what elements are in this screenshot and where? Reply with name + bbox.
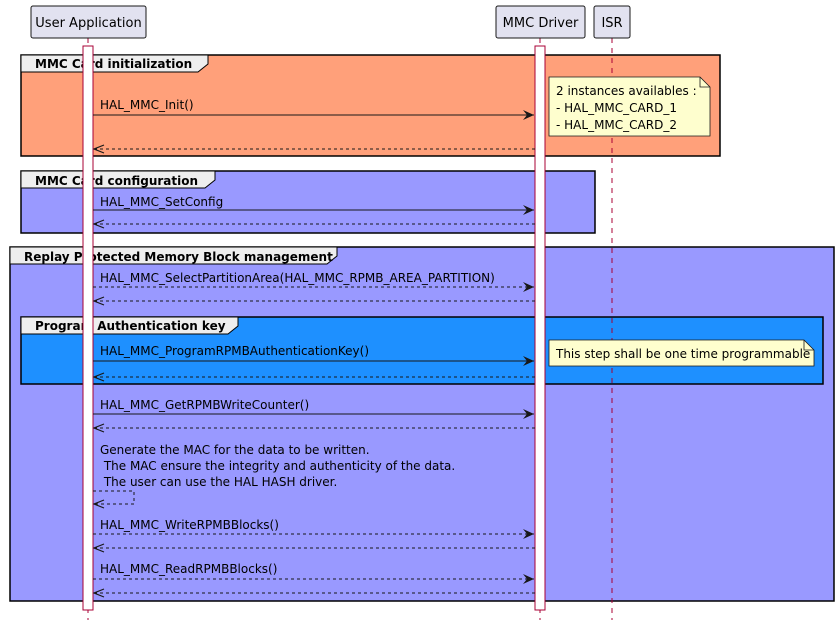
message-hal-mmc-init: HAL_MMC_Init() [93,98,534,120]
group-auth-title: Program Authentication key [35,319,226,333]
message-label: HAL_MMC_GetRPMBWriteCounter() [100,398,309,412]
message-label: The MAC ensure the integrity and authent… [100,459,455,473]
participant-label: MMC Driver [503,16,579,31]
note-line: - HAL_MMC_CARD_1 [556,101,677,115]
message-label: HAL_MMC_ReadRPMBBlocks() [100,562,277,576]
message-hal-mmc-setconfig: HAL_MMC_SetConfig [93,195,534,215]
group-init-title: MMC Card initialization [35,57,192,71]
participant-isr: ISR [593,5,631,39]
note-box [548,76,711,137]
message-hal-mmc-getrpmbwritecounter: HAL_MMC_GetRPMBWriteCounter() [93,398,534,419]
note-line: This step shall be one time programmable [555,347,810,361]
message-hal-mmc-writerpmbblocks: HAL_MMC_WriteRPMBBlocks() [93,518,534,539]
participant-box [593,5,631,39]
message-hal-mmc-programrpmbauthenticationkey: HAL_MMC_ProgramRPMBAuthenticationKey() [93,344,534,366]
group-program-authentication-key: Program Authentication key [20,316,824,385]
group-init-tab [20,54,209,73]
participant-box [495,5,586,39]
participant-user-application: User Application [30,5,147,39]
message-label: HAL_MMC_ProgramRPMBAuthenticationKey() [100,344,369,358]
note-instances: 2 instances availables : - HAL_MMC_CARD_… [548,76,711,137]
group-rpmb-frame [9,246,835,602]
group-rpmb-title: Replay Protected Memory Block management [24,250,333,264]
self-message-generate-mac: Generate the MAC for the data to be writ… [93,443,455,504]
message-label: HAL_MMC_WriteRPMBBlocks() [100,518,279,532]
self-message-arrow [93,490,135,504]
group-auth-tab [20,316,239,335]
group-mmc-card-configuration: MMC Card configuration [20,170,596,234]
group-rpmb-management: Replay Protected Memory Block management [9,246,835,602]
participant-box [30,5,147,39]
note-line: - HAL_MMC_CARD_2 [556,118,677,132]
message-label: HAL_MMC_SetConfig [100,195,223,209]
activation-user-application [82,45,94,611]
note-corner [803,340,814,351]
group-config-title: MMC Card configuration [35,174,198,188]
message-label: HAL_MMC_Init() [100,98,194,112]
participant-label: User Application [35,16,141,31]
message-hal-mmc-readrpmbblocks: HAL_MMC_ReadRPMBBlocks() [93,562,534,584]
message-label: HAL_MMC_SelectPartitionArea(HAL_MMC_RPMB… [100,271,495,285]
message-label: The user can use the HAL HASH driver. [100,475,337,489]
participant-label: ISR [601,16,622,31]
note-one-time-programmable: This step shall be one time programmable [548,339,815,367]
activation-bars [82,45,546,611]
participant-mmc-driver: MMC Driver [495,5,586,39]
note-corner [699,77,710,88]
note-box [548,339,815,367]
note-line: 2 instances availables : [556,84,697,98]
message-hal-mmc-selectpartitionarea: HAL_MMC_SelectPartitionArea(HAL_MMC_RPMB… [93,271,534,292]
activation-mmc-driver [534,45,546,611]
group-config-tab [20,170,216,189]
message-label: Generate the MAC for the data to be writ… [100,443,370,457]
